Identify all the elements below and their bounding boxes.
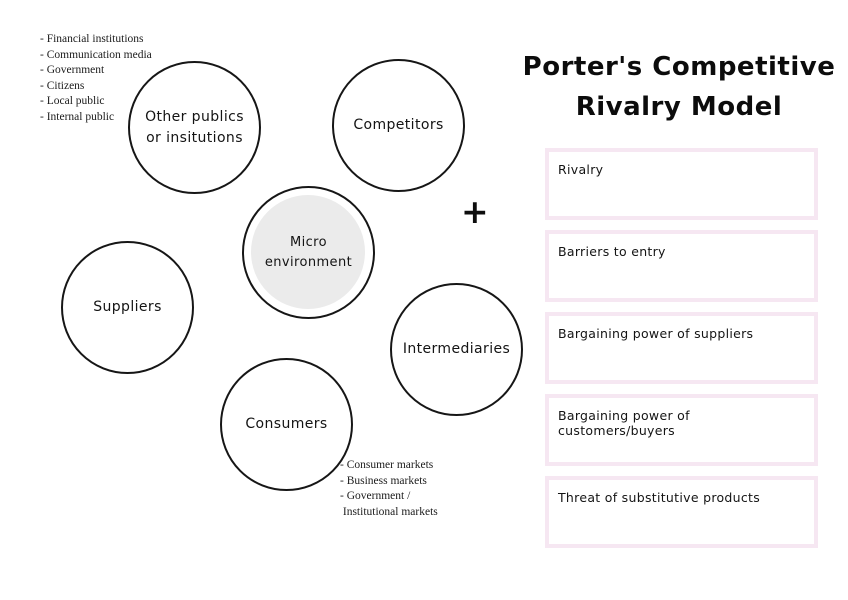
consumer-markets-list: - Consumer markets - Business markets - …: [340, 458, 438, 520]
circle-label: Suppliers: [93, 299, 162, 315]
markets-list-item: - Government /: [340, 490, 411, 503]
circle-label: Micro environment: [264, 235, 353, 270]
markets-list-item: - Business markets: [340, 474, 427, 487]
publics-list-item: - Internal public: [40, 110, 115, 123]
circle-label: Consumers: [245, 416, 328, 432]
circle-label: Intermediaries: [402, 341, 511, 357]
answer-box-label: Bargaining power of customers/buyers: [558, 408, 690, 438]
publics-list-item: - Financial institutions: [40, 33, 144, 45]
plus-sign: +: [461, 192, 489, 231]
publics-list-item: - Communication media: [40, 48, 152, 61]
circle-competitors: Competitors: [332, 59, 465, 192]
publics-list: - Financial institutions - Communication…: [40, 32, 152, 126]
answer-boxes: Rivalry Barriers to entry Bargaining pow…: [545, 148, 818, 548]
markets-list-item: Institutional markets: [340, 505, 438, 518]
circle-suppliers: Suppliers: [61, 241, 194, 374]
publics-list-item: - Government: [40, 64, 105, 77]
page-title: Porter's Competitive Rivalry Model: [522, 52, 836, 122]
circle-micro-environment: Micro environment: [242, 186, 375, 319]
answer-box-barriers-to-entry[interactable]: Barriers to entry: [545, 230, 818, 302]
answer-box-rivalry[interactable]: Rivalry: [545, 148, 818, 220]
micro-environment-fill: [251, 195, 365, 309]
answer-box-label: Rivalry: [558, 162, 604, 177]
circle-consumers: Consumers: [220, 358, 353, 491]
markets-list-item: - Consumer markets: [340, 459, 434, 471]
circle-other-publics: Other publics or insitutions: [128, 61, 261, 194]
answer-box-label: Threat of substitutive products: [558, 490, 761, 505]
answer-box-label: Barriers to entry: [558, 244, 666, 259]
circle-label: Other publics or insitutions: [145, 108, 244, 146]
answer-box-label: Bargaining power of suppliers: [558, 326, 754, 341]
answer-box-substitutes[interactable]: Threat of substitutive products: [545, 476, 818, 548]
answer-box-supplier-power[interactable]: Bargaining power of suppliers: [545, 312, 818, 384]
circle-intermediaries: Intermediaries: [390, 283, 523, 416]
circle-label: Competitors: [353, 117, 444, 133]
answer-box-buyer-power[interactable]: Bargaining power of customers/buyers: [545, 394, 818, 466]
publics-list-item: - Citizens: [40, 79, 85, 92]
publics-list-item: - Local public: [40, 95, 105, 108]
